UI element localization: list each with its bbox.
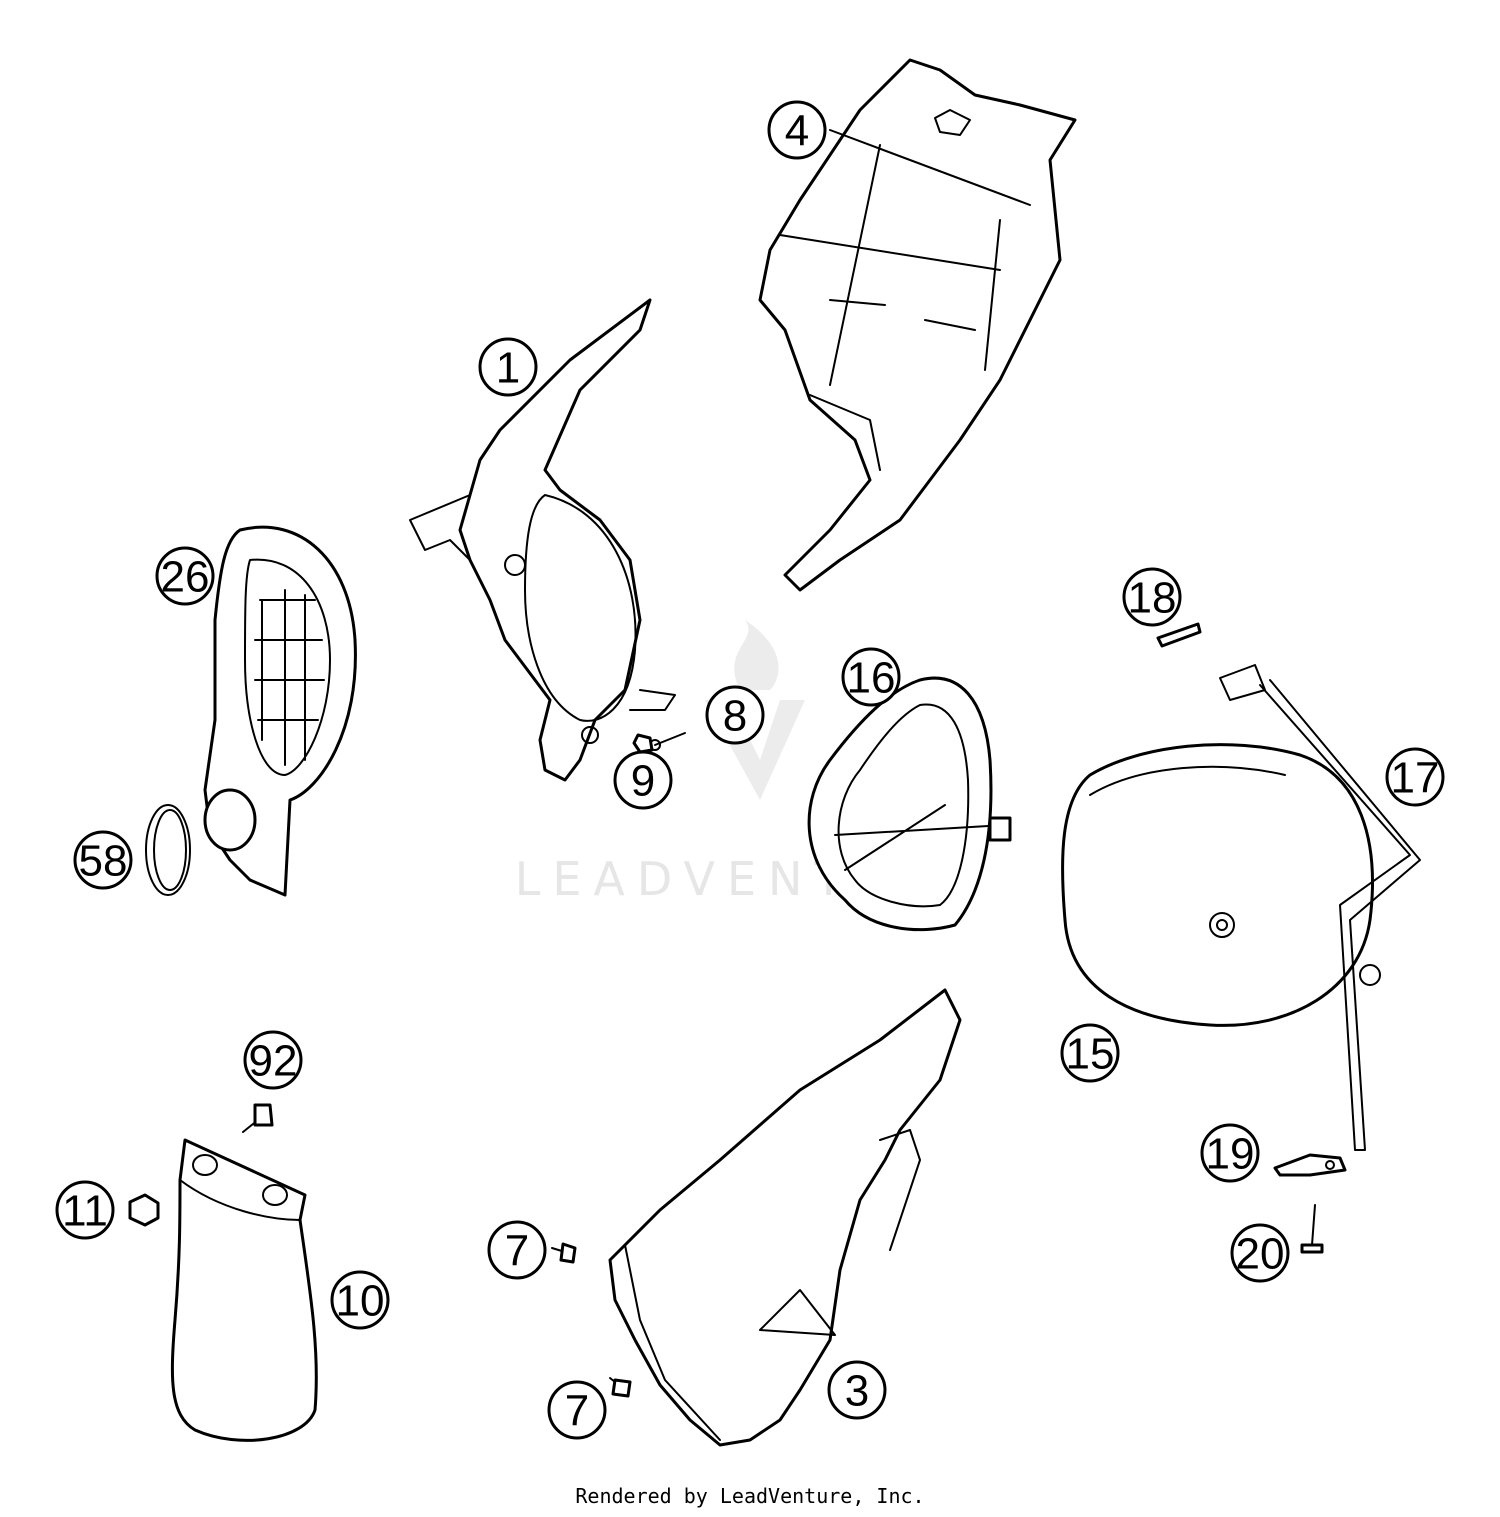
callout-label: 16 bbox=[847, 654, 896, 703]
callout-58: 58 bbox=[73, 830, 133, 890]
callout-15: 15 bbox=[1060, 1023, 1120, 1083]
part-17-filter-holder bbox=[1219, 664, 1421, 1151]
callout-label: 19 bbox=[1206, 1130, 1255, 1179]
callout-label: 20 bbox=[1236, 1230, 1285, 1279]
callout-3: 3 bbox=[827, 1360, 887, 1420]
callout-label: 1 bbox=[496, 344, 520, 393]
callout-7-lower: 7 bbox=[547, 1380, 607, 1440]
callout-8: 8 bbox=[705, 685, 765, 745]
callout-4: 4 bbox=[767, 100, 827, 160]
callout-20: 20 bbox=[1230, 1223, 1290, 1283]
part-58-clamp bbox=[145, 804, 191, 896]
callout-9: 9 bbox=[613, 750, 673, 810]
callout-label: 15 bbox=[1066, 1030, 1115, 1079]
callout-label: 3 bbox=[845, 1367, 869, 1416]
callout-label: 58 bbox=[79, 837, 128, 886]
callout-26: 26 bbox=[155, 546, 215, 606]
callout-label: 9 bbox=[631, 757, 655, 806]
part-4-airbox bbox=[758, 58, 1077, 592]
part-11-nut bbox=[128, 1193, 160, 1227]
callout-label: 11 bbox=[62, 1187, 108, 1236]
part-19-clip bbox=[1273, 1153, 1347, 1177]
callout-17: 17 bbox=[1385, 747, 1445, 807]
callout-label: 7 bbox=[505, 1227, 529, 1276]
part-7-screw-upper bbox=[551, 1242, 577, 1264]
part-1-airbox-side bbox=[409, 298, 676, 782]
part-20-bolt bbox=[1300, 1204, 1324, 1254]
callout-label: 7 bbox=[565, 1387, 589, 1436]
callout-92: 92 bbox=[243, 1030, 303, 1090]
callout-19: 19 bbox=[1200, 1123, 1260, 1183]
callout-label: 92 bbox=[249, 1037, 298, 1086]
callout-label: 10 bbox=[336, 1277, 385, 1326]
part-26-filter-housing bbox=[203, 525, 357, 897]
callout-label: 4 bbox=[785, 107, 809, 156]
callout-label: 26 bbox=[161, 553, 210, 602]
part-7-screw-lower bbox=[609, 1377, 632, 1398]
callout-16: 16 bbox=[841, 647, 901, 707]
callout-label: 8 bbox=[723, 692, 747, 741]
part-8-screw bbox=[649, 732, 686, 751]
part-3-side-cover bbox=[608, 988, 962, 1447]
callout-1: 1 bbox=[478, 337, 538, 397]
callout-11: 11 bbox=[55, 1180, 115, 1240]
part-9-nut bbox=[632, 733, 654, 754]
footer-credit: Rendered by LeadVenture, Inc. bbox=[575, 1484, 925, 1508]
part-15-air-filter bbox=[1061, 743, 1374, 1027]
callout-label: 17 bbox=[1391, 754, 1440, 803]
callout-label: 18 bbox=[1128, 574, 1177, 623]
part-16-filter-cage bbox=[807, 676, 1012, 932]
callout-10: 10 bbox=[330, 1270, 390, 1330]
callout-18: 18 bbox=[1122, 567, 1182, 627]
callout-7-upper: 7 bbox=[487, 1220, 547, 1280]
part-10-mud-flap bbox=[170, 1138, 318, 1442]
part-92-screw bbox=[242, 1103, 274, 1133]
part-18-pin bbox=[1156, 622, 1202, 648]
